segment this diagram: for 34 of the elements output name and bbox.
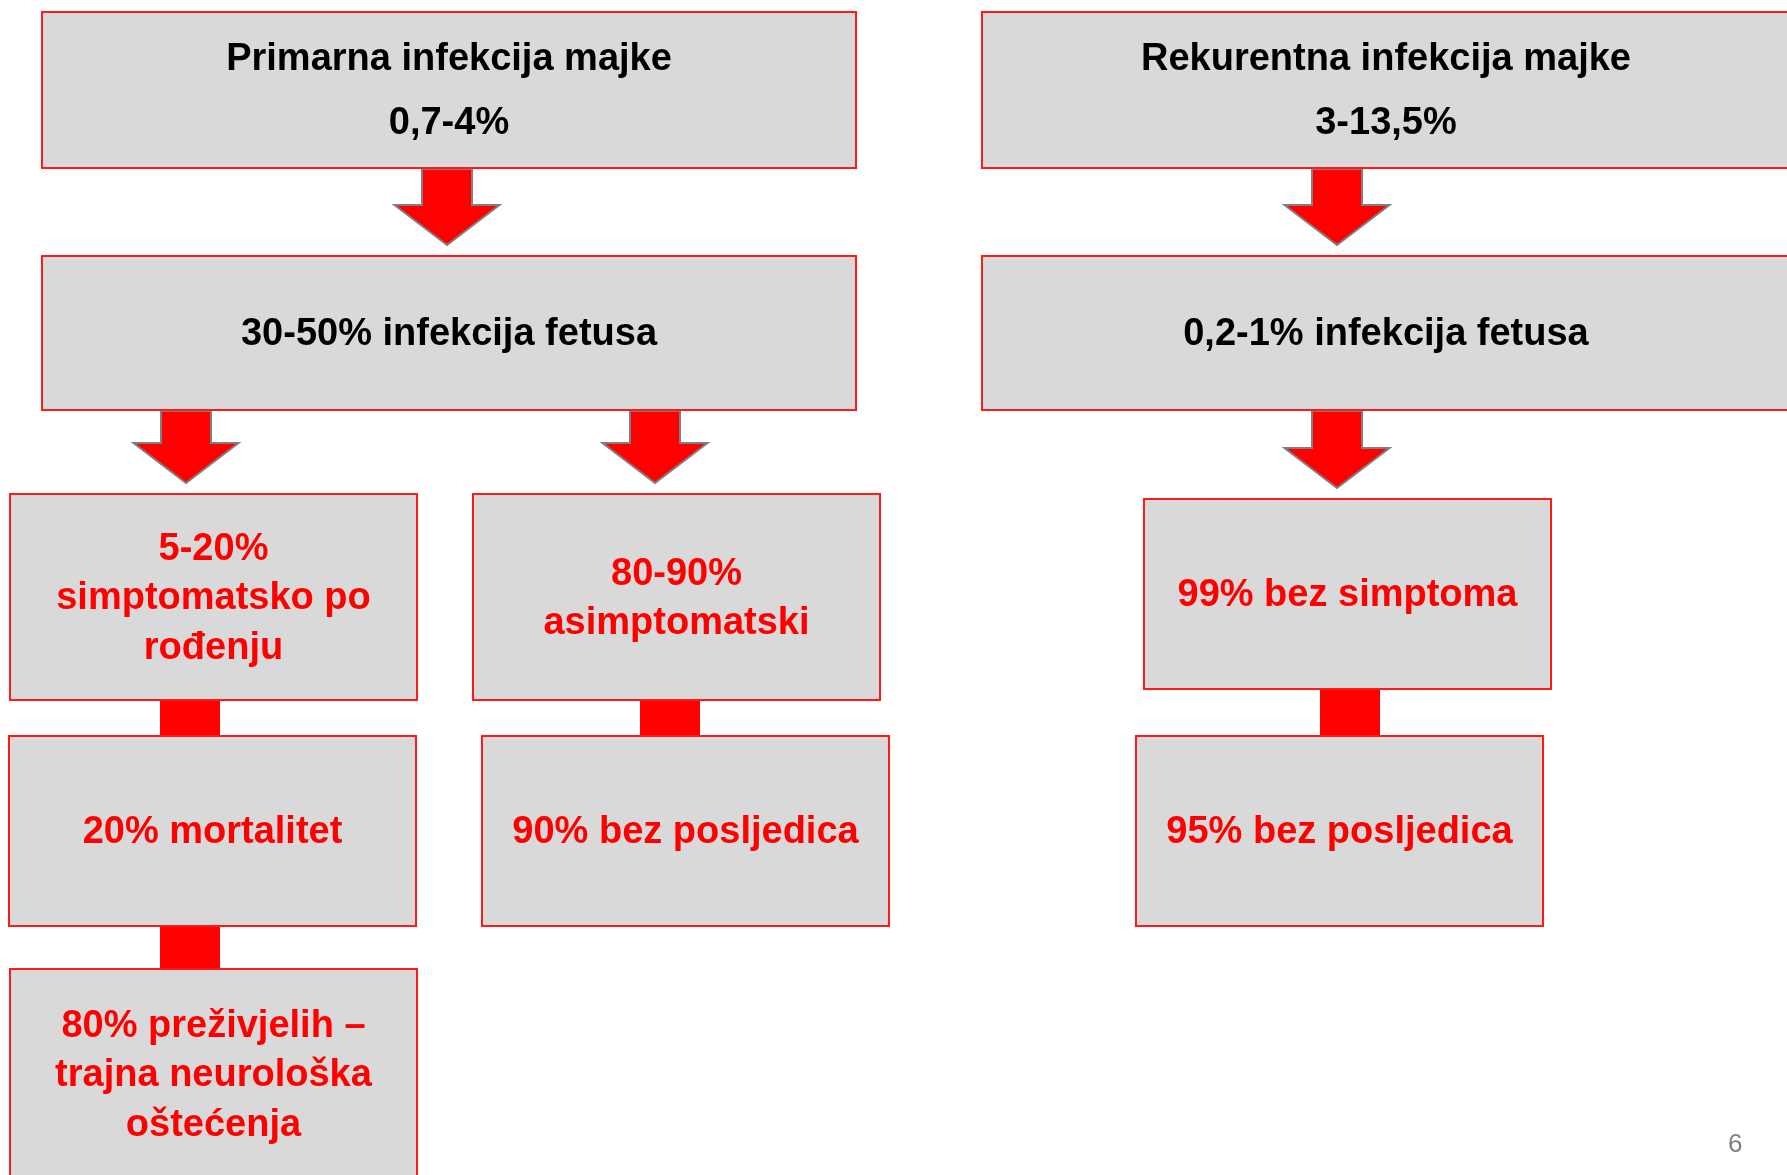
box-text: 20% mortalitet xyxy=(82,808,343,854)
connector-bar xyxy=(640,700,700,736)
process-box xyxy=(9,493,418,701)
process-box xyxy=(481,735,890,927)
process-box xyxy=(1135,735,1544,927)
process-box xyxy=(981,255,1787,411)
box-text: 99% bez simptoma xyxy=(1177,571,1518,617)
process-box xyxy=(41,255,857,411)
process-box xyxy=(981,11,1787,169)
box-text: 0,2-1% infekcija fetusa xyxy=(1183,310,1589,356)
page-number: 6 xyxy=(1728,1128,1743,1159)
block-arrow xyxy=(1281,168,1393,247)
box-text: 80-90% asimptomatski xyxy=(542,549,811,644)
connector-bar xyxy=(160,926,220,969)
block-arrow xyxy=(599,410,711,485)
connector-bar xyxy=(1320,689,1380,736)
block-arrow xyxy=(130,410,242,485)
process-box xyxy=(8,735,417,927)
box-text: Rekurentna infekcija majke xyxy=(1141,35,1631,81)
box-text: 90% bez posljedica xyxy=(512,808,859,854)
box-text: 30-50% infekcija fetusa xyxy=(240,310,658,356)
process-box xyxy=(472,493,881,701)
block-arrow xyxy=(391,168,503,247)
box-text: 3-13,5% xyxy=(1315,99,1457,145)
process-box xyxy=(41,11,857,169)
box-text: 80% preživjelih – trajna neurološka oštećenja xyxy=(54,1001,373,1146)
process-box xyxy=(9,968,418,1175)
box-text: 5-20% simptomatsko po rođenju xyxy=(55,524,372,669)
box-text: 95% bez posljedica xyxy=(1166,808,1513,854)
process-box xyxy=(1143,498,1552,690)
box-text: Primarna infekcija majke xyxy=(226,35,672,81)
connector-bar xyxy=(160,700,220,736)
box-text: 0,7-4% xyxy=(388,99,510,145)
block-arrow xyxy=(1281,410,1393,490)
